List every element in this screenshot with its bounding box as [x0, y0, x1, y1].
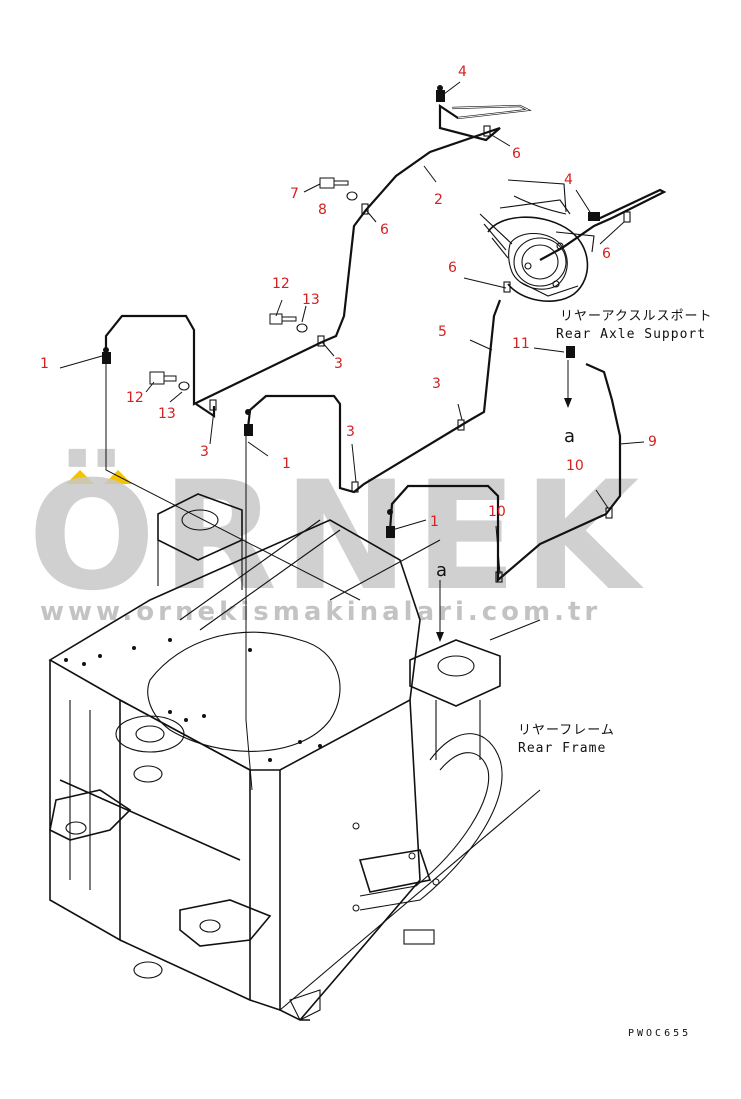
grease-fitting-top [436, 85, 445, 102]
grease-fitting-right [386, 509, 395, 538]
callout-13: 13 [302, 292, 320, 308]
grease-fitting-left [102, 347, 111, 364]
callout-6: 6 [602, 246, 611, 262]
callout-8: 8 [318, 202, 327, 218]
rear-frame-label-jp: リヤーフレーム [518, 723, 615, 738]
component-labels: リヤーアクスルスポート Rear Axle Support リヤーフレーム Re… [436, 309, 712, 1039]
callout-numbers: 4 6 2 4 7 8 6 6 6 12 13 5 1 3 11 12 13 3… [40, 64, 657, 530]
watermark-accent-right [104, 470, 132, 484]
rear-axle-support-drawing [479, 179, 595, 302]
watermark-accent-left [66, 470, 94, 484]
callout-10: 10 [488, 504, 506, 520]
bolt-12-upper [269, 313, 297, 325]
grease-fitting-11 [566, 346, 575, 358]
rear-axle-support-label-jp: リヤーアクスルスポート [560, 309, 712, 324]
callout-3: 3 [346, 424, 355, 440]
grease-fitting-mid [244, 409, 253, 436]
rear-frame-label-en: Rear Frame [518, 741, 606, 756]
bolt-7 [319, 177, 349, 189]
callout-3: 3 [432, 376, 441, 392]
washer-13-upper [296, 323, 308, 333]
callout-9: 9 [648, 434, 657, 450]
callout-12: 12 [272, 276, 290, 292]
callout-4: 4 [458, 64, 467, 80]
callout-6: 6 [512, 146, 521, 162]
callout-1: 1 [40, 356, 49, 372]
watermark-url: www.ornekismakinalari.com.tr [40, 597, 601, 627]
washer-13-lower [178, 381, 190, 391]
drawing-number: PWOC655 [628, 1028, 691, 1039]
watermark: ÖRNEK www.ornekismakinalari.com.tr [28, 448, 645, 627]
callout-6: 6 [380, 222, 389, 238]
callout-7: 7 [290, 186, 299, 202]
callout-13: 13 [158, 406, 176, 422]
view-reference-a-bottom: a [436, 560, 447, 581]
callout-10: 10 [566, 458, 584, 474]
leader-lines [59, 81, 645, 791]
callout-5: 5 [438, 324, 447, 340]
callout-3: 3 [334, 356, 343, 372]
rear-axle-support-label-en: Rear Axle Support [556, 327, 706, 342]
washer-8 [346, 191, 358, 201]
callout-3: 3 [200, 444, 209, 460]
callout-2: 2 [434, 192, 443, 208]
grease-lines [102, 85, 667, 583]
watermark-brand: ÖRNEK [28, 448, 645, 624]
bolt-12-lower [149, 371, 177, 385]
callout-4: 4 [564, 172, 573, 188]
callout-1: 1 [282, 456, 291, 472]
callout-6: 6 [448, 260, 457, 276]
mount-pad-lower [409, 639, 501, 760]
callout-11: 11 [512, 336, 530, 352]
callout-1: 1 [430, 514, 439, 530]
view-reference-a-top: a [564, 426, 575, 447]
callout-12: 12 [126, 390, 144, 406]
grease-fitting-support [588, 212, 600, 221]
